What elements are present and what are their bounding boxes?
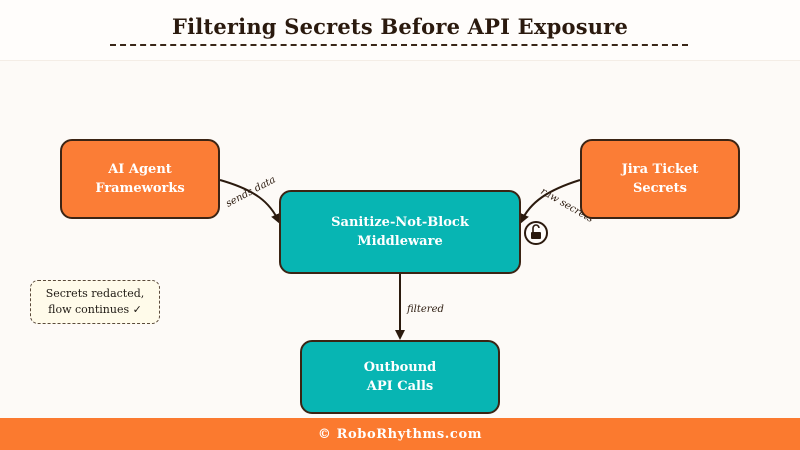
title-divider bbox=[110, 44, 688, 46]
footer: © RoboRhythms.com bbox=[0, 418, 800, 450]
edge-label-filtered: filtered bbox=[406, 304, 444, 315]
node-sanitize-middleware: Sanitize-Not-Block Middleware bbox=[279, 190, 521, 274]
node-outbound-api-calls: Outbound API Calls bbox=[300, 340, 500, 414]
note-secrets-redacted: Secrets redacted, flow continues ✓ bbox=[30, 280, 160, 324]
header: Filtering Secrets Before API Exposure bbox=[0, 0, 800, 61]
edge-ai-to-middleware bbox=[219, 179, 281, 224]
edge-label-sends-data: sends data bbox=[224, 174, 277, 209]
node-jira-ticket-secrets: Jira Ticket Secrets bbox=[580, 139, 740, 219]
edge-jira-to-middleware bbox=[519, 179, 581, 224]
node-ai-agent-frameworks: AI Agent Frameworks bbox=[60, 139, 220, 219]
unlock-icon bbox=[524, 221, 548, 245]
page-title: Filtering Secrets Before API Exposure bbox=[171, 14, 629, 39]
footer-credit[interactable]: © RoboRhythms.com bbox=[317, 426, 483, 442]
